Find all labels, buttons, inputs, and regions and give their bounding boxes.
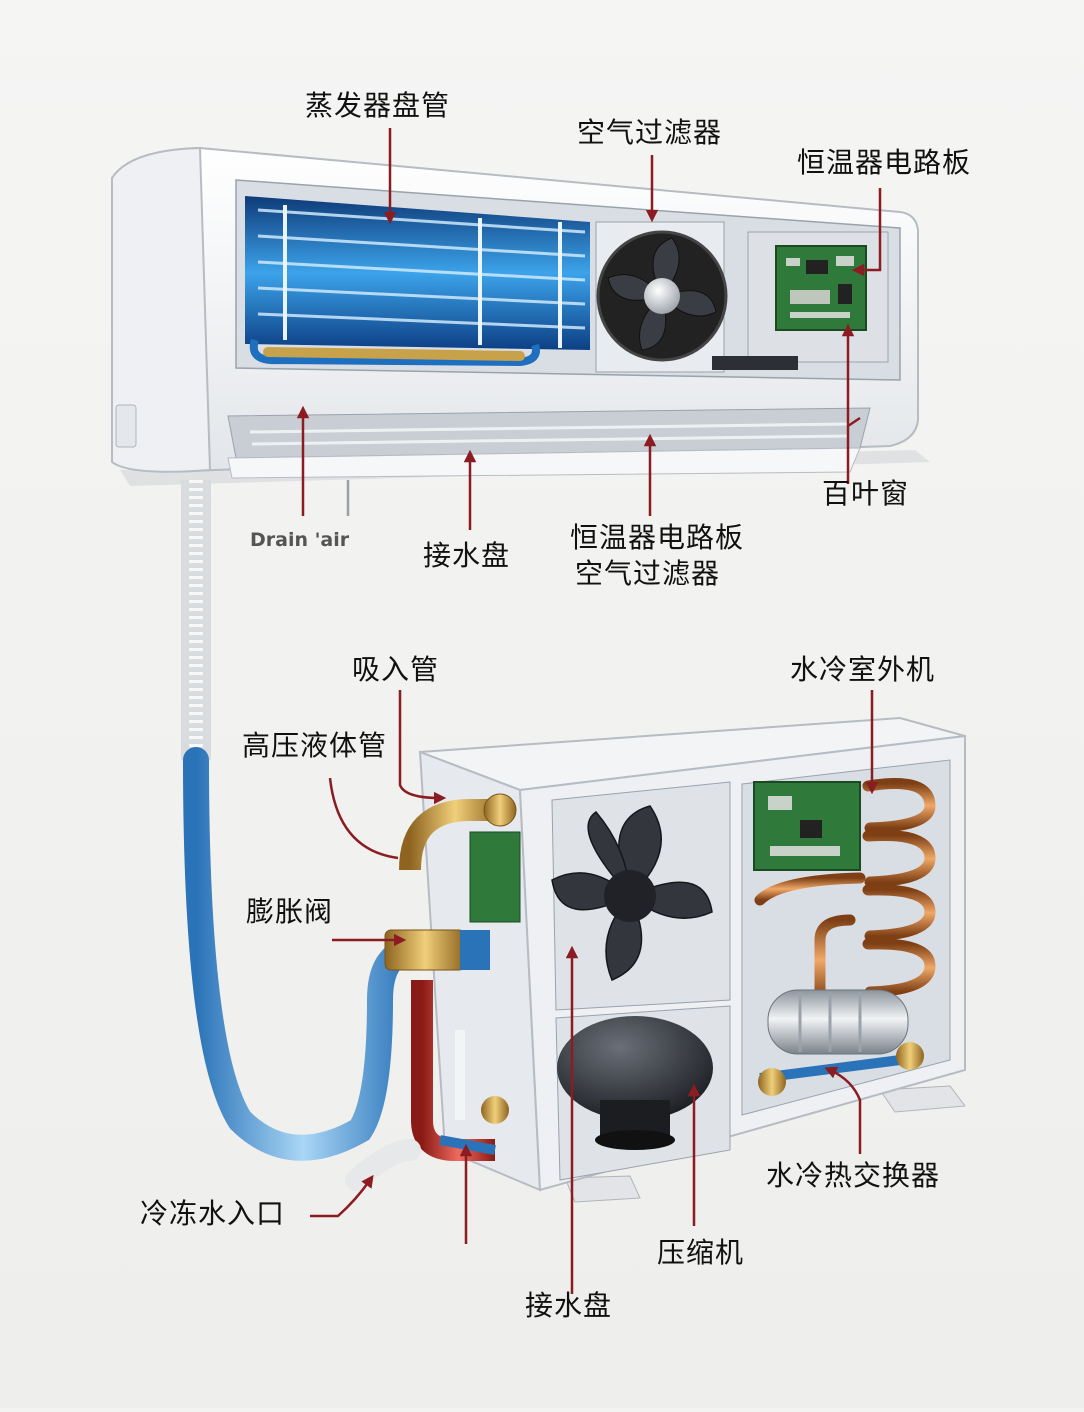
valve-assembly — [345, 793, 521, 1191]
callout-lines — [296, 128, 882, 1294]
label-evaporator-coil: 蒸发器盘管 — [305, 89, 451, 122]
label-air-filter-top: 空气过滤器 — [577, 116, 723, 149]
label-chilled-water-inlet: 冷冻水入口 — [140, 1197, 286, 1230]
evaporator-coil — [245, 196, 590, 367]
label-suction-pipe: 吸入管 — [352, 653, 440, 686]
indoor-pcb — [712, 231, 889, 370]
label-compressor: 压缩机 — [657, 1236, 745, 1269]
indoor-fan — [595, 221, 728, 373]
label-thermostat-board-top: 恒温器电路板 — [797, 146, 972, 179]
label-drain-text: Drain 'air — [250, 529, 350, 551]
label-drip-tray-outdoor: 接水盘 — [525, 1289, 613, 1322]
drain-hose — [181, 480, 423, 1161]
water-heat-exchanger — [758, 989, 924, 1096]
label-drip-tray-indoor: 接水盘 — [423, 539, 511, 572]
label-expansion-valve: 膨胀阀 — [246, 895, 334, 928]
label-louver: 百叶窗 — [822, 477, 910, 510]
label-high-pressure-liquid-pipe: 高压液体管 — [242, 729, 388, 762]
outdoor-fan — [551, 805, 713, 981]
outdoor-pcb — [753, 781, 861, 871]
label-thermostat-board-bottom: 恒温器电路板 — [570, 521, 745, 554]
outdoor-unit — [345, 716, 966, 1203]
label-water-cooled-heat-exchanger: 水冷热交换器 — [766, 1159, 941, 1192]
label-water-cooled-outdoor: 水冷室外机 — [790, 653, 936, 686]
compressor — [557, 1016, 713, 1150]
indoor-unit — [111, 146, 930, 486]
label-air-filter-bottom: 空气过滤器 — [575, 557, 721, 590]
